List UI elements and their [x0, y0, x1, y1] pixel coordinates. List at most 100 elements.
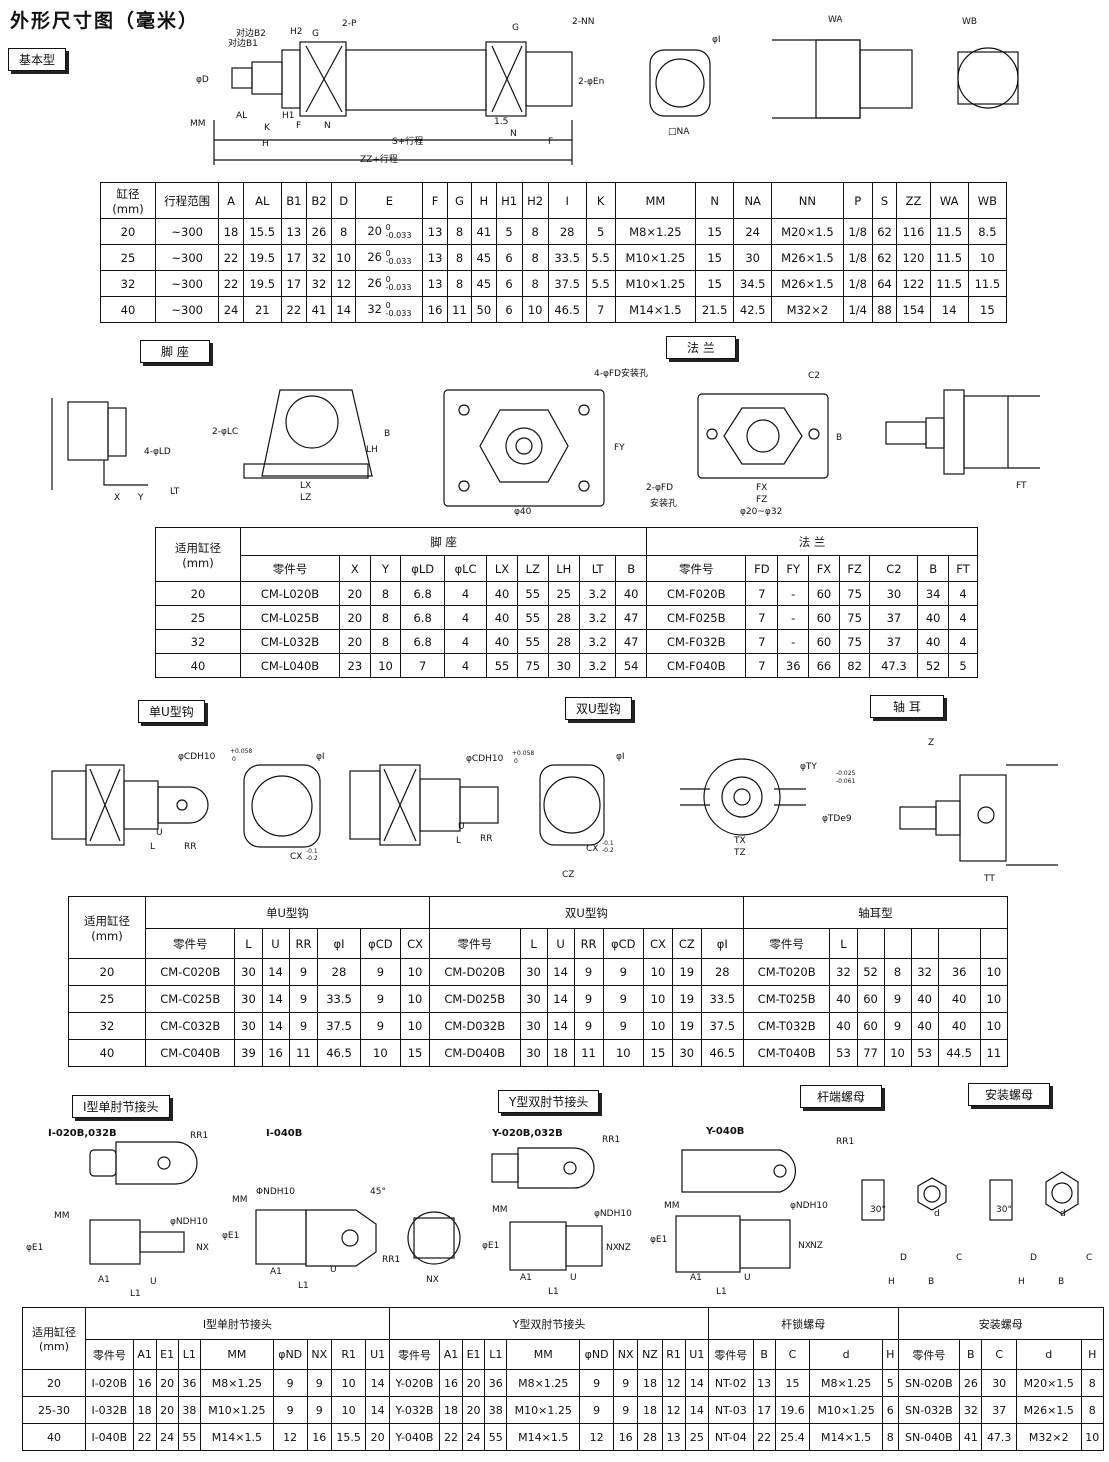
cell: 14 — [929, 296, 969, 323]
cell: 3.2 — [578, 629, 617, 654]
t4-header: d — [809, 1339, 883, 1370]
cell: 20 — [155, 1369, 179, 1397]
cell: 9 — [602, 958, 645, 986]
t4-header: d — [1015, 1339, 1082, 1370]
label-mm-y: MM — [492, 1205, 508, 1215]
cell: 12 — [661, 1369, 686, 1397]
cell: 9 — [306, 1396, 332, 1424]
cell: 10 — [643, 985, 673, 1013]
cell: 47 — [615, 629, 648, 654]
cell: 28 — [547, 218, 587, 245]
cell: 14 — [365, 1369, 390, 1397]
cell: 25-30 — [22, 1396, 86, 1424]
cell: 30 — [519, 985, 548, 1013]
label-cx-upper-d: -0.1 — [602, 840, 614, 847]
cell: 19 — [671, 1012, 702, 1040]
cell: CM-F040B — [646, 653, 747, 678]
label-rr1-y40: RR1 — [836, 1137, 854, 1147]
cell: 25.4 — [774, 1423, 811, 1451]
tag-trunnion: 轴 耳 — [870, 695, 944, 718]
cell: 40 — [486, 605, 518, 630]
cell: 64 — [871, 270, 898, 297]
t4-group-rodnut: 杆锁螺母 — [708, 1307, 899, 1340]
t4-group-y: Y型双肘节接头 — [388, 1307, 710, 1340]
t4-header: NX — [613, 1339, 639, 1370]
cell: M10×1.25 — [614, 270, 697, 297]
cell: 60 — [808, 581, 840, 606]
cell: 8 — [883, 958, 912, 986]
label-h-a: H — [888, 1277, 895, 1287]
label-z: Z — [928, 738, 934, 748]
t3-header: L — [519, 928, 548, 959]
t4-header: φND — [272, 1339, 308, 1370]
cell: 7 — [400, 653, 445, 678]
t2-bore: 适用缸径 (mm) — [155, 527, 241, 582]
cell: 10 — [979, 958, 1009, 986]
cell: 45 — [471, 244, 497, 271]
cell: 20 — [155, 1396, 179, 1424]
cell: 19.5 — [242, 270, 282, 297]
cell: 55 — [516, 581, 549, 606]
cell: 60 — [856, 1012, 885, 1040]
tag-y-joint: Y型双肘节接头 — [498, 1090, 600, 1113]
t3-header-blank — [910, 928, 939, 959]
label-phi-i-c: φI — [316, 752, 325, 762]
tol-upper: 0 — [385, 274, 391, 284]
cell: 36 — [484, 1369, 508, 1397]
cell: 9 — [613, 1369, 639, 1397]
label-wa: WA — [828, 15, 843, 25]
label-a1-i40: A1 — [270, 1267, 282, 1277]
joints-nuts-drawing: I-020B,032B RR1 I-040B MM φNDH10 φE1 A1 … — [26, 1126, 1092, 1299]
cell-e: 32 0-0.033 — [355, 296, 424, 323]
cell: 8.5 — [967, 218, 1008, 245]
t2-header: FZ — [838, 555, 871, 582]
label-fz: FZ — [756, 495, 767, 505]
cell-e-value: 26 — [367, 275, 382, 290]
cell: 3.2 — [578, 653, 617, 678]
cell: 40 — [917, 605, 949, 630]
cell: 34 — [917, 581, 949, 606]
label-lh: LH — [366, 445, 378, 455]
tol-lower: -0.033 — [385, 256, 412, 266]
cell: 9 — [883, 1012, 912, 1040]
label-f2: F — [548, 137, 553, 147]
label-nd-y40: φNDH10 — [790, 1201, 828, 1211]
cell: 8 — [1080, 1396, 1105, 1424]
cell: 30 — [547, 653, 580, 678]
cell: 11 — [288, 1039, 319, 1067]
t1-header: D — [330, 182, 357, 219]
cell: 33.5 — [700, 985, 744, 1013]
cell: M32×2 — [1015, 1423, 1082, 1451]
cell-e-value: 32 — [367, 301, 382, 316]
cell: 10 — [967, 244, 1008, 271]
t3-header: RR — [573, 928, 604, 959]
cell: 8 — [369, 629, 402, 654]
t3-header: 零件号 — [428, 928, 521, 959]
t3-header: U — [261, 928, 290, 959]
label-h1: H1 — [282, 111, 295, 121]
label-i-040: I-040B — [266, 1128, 302, 1139]
cell: 30 — [733, 244, 773, 271]
label-b2: 对边B2 — [236, 27, 266, 39]
cell: 6 — [882, 1396, 899, 1424]
cell: M14×1.5 — [809, 1423, 883, 1451]
cell: 8 — [882, 1423, 899, 1451]
cell: 22 — [752, 1423, 776, 1451]
cell: 9 — [288, 1012, 319, 1040]
label-e1-i: φE1 — [26, 1243, 43, 1253]
label-4-ld: 4-φLD — [144, 447, 171, 457]
cell: 30 — [234, 985, 263, 1013]
cell: 38 — [484, 1396, 508, 1424]
label-l1-y40: L1 — [716, 1287, 727, 1297]
label-c-b: C — [1086, 1253, 1092, 1263]
label-phi-d: φD — [196, 75, 209, 85]
cell: 6 — [495, 296, 523, 323]
label-n2: N — [510, 129, 517, 139]
cell: 13 — [422, 270, 448, 297]
label-2-fd: 2-φFD — [646, 483, 673, 493]
cell: 116 — [896, 218, 931, 245]
t2-group-foot: 脚 座 — [239, 527, 648, 556]
cell: 20 — [22, 1369, 86, 1397]
